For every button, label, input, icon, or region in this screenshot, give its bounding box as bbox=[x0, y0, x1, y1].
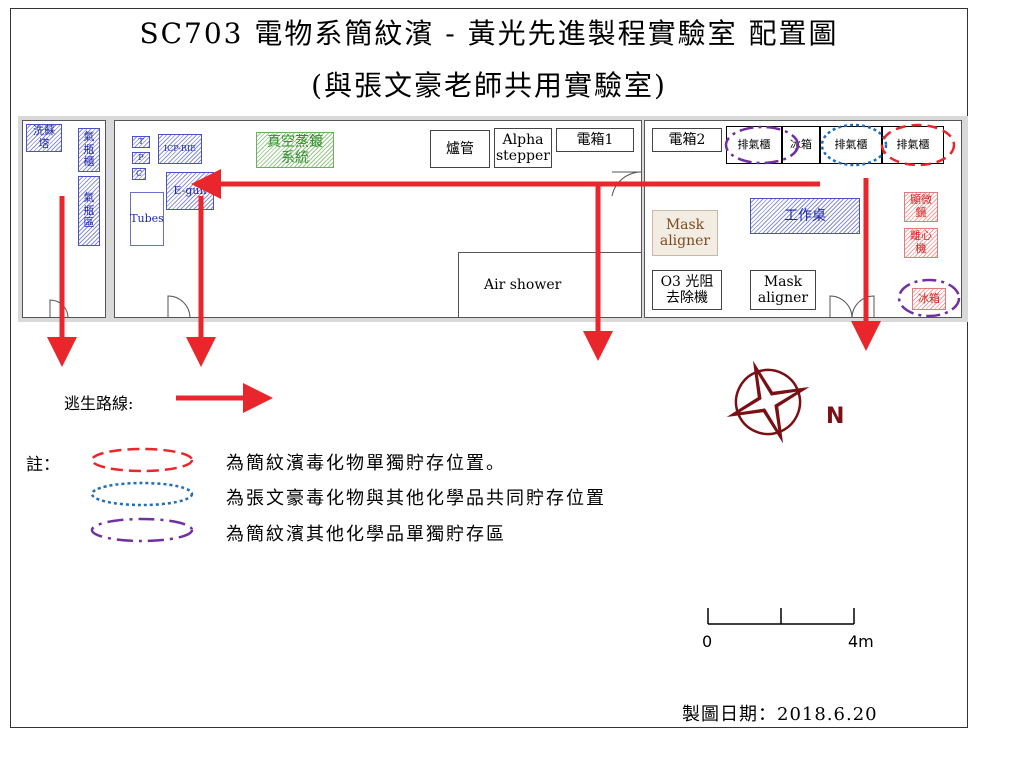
vacuum-evaporation-system: 真空蒸鍍 系統 bbox=[256, 132, 334, 168]
air-shower-room bbox=[458, 252, 642, 318]
escape-route-arrows bbox=[47, 169, 881, 413]
equipment-p: P bbox=[132, 152, 150, 164]
electrical-box-2: 電箱2 bbox=[652, 128, 722, 152]
fridge-2: 冰箱 bbox=[912, 288, 946, 310]
gas-area: 氣 瓶 區 bbox=[78, 176, 100, 246]
fridge-1: 冰箱 bbox=[782, 126, 820, 164]
legend-item-2: 為張文豪毒化物與其他化學品共同貯存位置 bbox=[226, 488, 606, 509]
alpha-stepper: Alpha stepper bbox=[494, 128, 552, 168]
furnace: 爐管 bbox=[430, 130, 490, 168]
legend-item-3: 為簡紋濱其他化學品單獨貯存區 bbox=[226, 524, 506, 545]
compass-north-label: N bbox=[826, 404, 845, 429]
equipment-t: T bbox=[132, 136, 150, 148]
storage-rings bbox=[724, 123, 961, 318]
mask-aligner-b: Mask aligner bbox=[750, 270, 816, 310]
equipment-c: C bbox=[132, 168, 146, 180]
mask-aligner-a: Mask aligner bbox=[652, 210, 718, 256]
page-title: SC703 電物系簡紋濱 - 黃光先進製程實驗室 配置圖 bbox=[139, 17, 839, 50]
centrifuge: 離心 機 bbox=[904, 228, 938, 258]
o3-photoresist-remover: O3 光阻 去除機 bbox=[652, 270, 722, 310]
tubes: Tubes bbox=[130, 192, 164, 246]
note-label: 註： bbox=[26, 455, 60, 475]
icp-rie: ICP-RIE bbox=[158, 134, 202, 164]
legend-rings bbox=[90, 447, 194, 543]
gas-cabinet: 氣 瓶 櫃 bbox=[78, 128, 100, 172]
microscope: 顯微 鏡 bbox=[904, 192, 938, 222]
scale-end-label: 4m bbox=[848, 632, 874, 651]
wash-tower: 洗蘇 塔 bbox=[26, 124, 62, 152]
scale-start-label: 0 bbox=[702, 632, 713, 651]
drawing-date: 製圖日期：2018.6.20 bbox=[682, 704, 878, 725]
electrical-box-1: 電箱1 bbox=[556, 128, 634, 152]
air-shower: Air shower bbox=[484, 277, 562, 293]
doors bbox=[49, 171, 875, 319]
legend-item-1: 為簡紋濱毒化物單獨貯存位置。 bbox=[226, 453, 506, 474]
drawing-frame bbox=[10, 8, 968, 728]
workbench: 工作桌 bbox=[750, 198, 860, 234]
compass-icon bbox=[726, 360, 810, 444]
scale-bar bbox=[707, 608, 855, 625]
exhaust-cabinet-1: 排氣櫃 bbox=[726, 126, 782, 164]
escape-route-label: 逃生路線: bbox=[64, 394, 134, 413]
page-subtitle: (與張文豪老師共用實驗室) bbox=[311, 69, 667, 102]
